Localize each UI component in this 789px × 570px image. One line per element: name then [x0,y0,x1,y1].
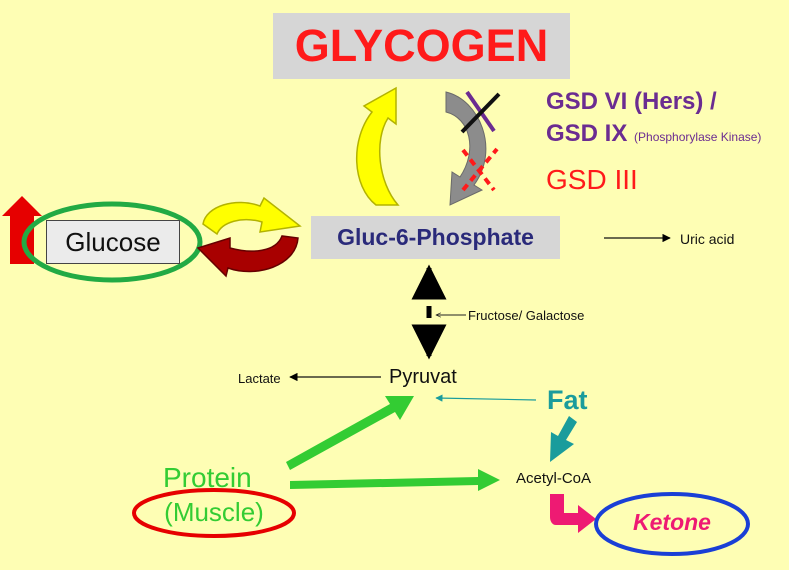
acetyl-coa-node: Acetyl-CoA [516,470,592,487]
glucose-node: Glucose [46,220,180,264]
gsd-ix-label: GSD IX (Phosphorylase Kinase) [546,120,761,148]
ketone-ellipse [594,492,750,556]
fructose-galactose-label: Fructose/ Galactose [468,308,585,323]
ketone-node: Ketone [633,509,711,535]
lactate-label: Lactate [238,371,281,386]
muscle-label: (Muscle) [164,497,264,527]
red-up-arrow [2,196,42,264]
protein-node: Protein [163,462,252,493]
black-block-line [460,92,501,134]
fat-pyruvat-arrow [435,394,537,402]
glucose-ellipse [21,201,203,283]
dark-red-curved-arrow [196,235,299,278]
muscle-ellipse [132,488,296,538]
glycogen-title: GLYCOGEN [273,13,570,79]
pyruvat-node: Pyruvat [389,366,457,388]
gsd-ix-note: (Phosphorylase Kinase) [634,130,762,144]
protein-pyruvat-arrow [286,396,414,470]
gsd-ix-main: GSD IX [546,120,628,147]
g6p-node: Gluc-6-Phosphate [311,216,560,259]
ketone-bent-arrow [550,494,596,533]
yellow-curved-arrow [202,196,302,236]
red-dashed-x-line-2 [461,147,499,192]
gsd-iii-label: GSD III [546,164,638,195]
fat-node: Fat [547,385,588,415]
fat-acetyl-arrow [550,416,577,462]
protein-acetyl-arrow [290,469,500,491]
gsd-vi-label: GSD VI (Hers) / [546,88,717,115]
yellow-up-arrow [355,86,400,206]
uric-acid-label: Uric acid [680,231,735,247]
